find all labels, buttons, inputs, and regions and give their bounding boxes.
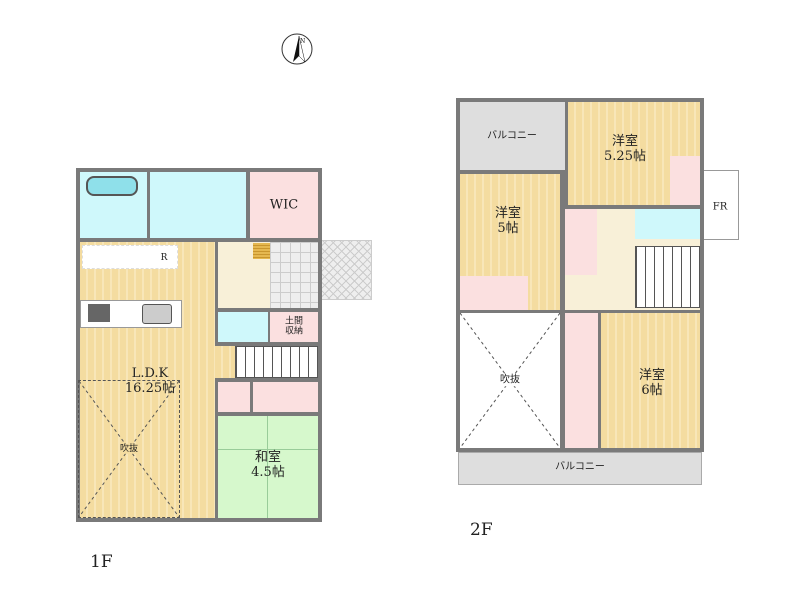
floor-2-label: 2F <box>470 520 493 540</box>
fr-label: FR <box>712 201 728 213</box>
porch <box>320 240 372 300</box>
fr-area <box>703 170 739 240</box>
wic-room <box>250 172 318 238</box>
floor-1-label: 1F <box>90 552 113 572</box>
closet-1f-b <box>253 382 318 412</box>
closet-2f-d <box>565 313 598 448</box>
balcony-bottom <box>458 452 702 485</box>
stove-icon <box>88 304 110 322</box>
sink-icon <box>142 304 172 324</box>
north-compass-icon: N <box>280 32 314 66</box>
fridge-label: R <box>160 252 168 263</box>
balcony-top-label: バルコニー <box>487 130 537 142</box>
toilet-1f <box>218 312 268 342</box>
toilet-2f <box>635 209 700 239</box>
stairs-2f <box>635 246 700 308</box>
closet-2f-c <box>565 209 597 275</box>
wic-label: WIC <box>269 197 299 213</box>
washitsu-room <box>218 416 318 518</box>
bathtub <box>86 176 138 196</box>
fukinuke-1f-label: 吹抜 <box>119 443 139 455</box>
genkan <box>270 242 318 308</box>
fridge-area <box>82 245 178 269</box>
doma-storage-label: 土間収納 <box>284 316 304 337</box>
closet-2f-b <box>460 276 528 310</box>
closet-1f-a <box>218 382 250 412</box>
balcony-top <box>460 102 565 170</box>
compass-n: N <box>300 38 305 45</box>
doma-storage <box>270 312 318 342</box>
stairs-1f <box>235 346 318 378</box>
balcony-bottom-label: バルコニー <box>555 461 605 473</box>
fukinuke-2f-label: 吹抜 <box>500 374 520 386</box>
yoshitsu-6 <box>601 313 700 448</box>
closet-2f-a <box>670 156 700 205</box>
washroom <box>150 172 246 238</box>
